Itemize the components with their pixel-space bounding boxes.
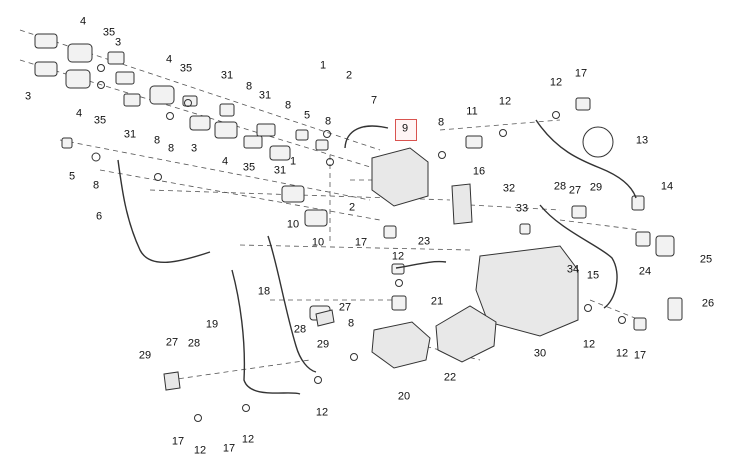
callout-label-31c[interactable]: 31 [123, 128, 137, 141]
callout-label-2b[interactable]: 2 [348, 201, 356, 214]
fittings-row-upper [34, 33, 329, 161]
callout-label-17b[interactable]: 17 [354, 236, 368, 249]
callout-label-12f[interactable]: 12 [315, 406, 329, 419]
callout-label-10a[interactable]: 10 [286, 218, 300, 231]
callout-label-12g[interactable]: 12 [193, 444, 207, 457]
callout-label-35c[interactable]: 35 [179, 62, 193, 75]
callout-label-8d[interactable]: 8 [437, 116, 445, 129]
callout-label-8f[interactable]: 8 [167, 142, 175, 155]
callout-label-1a[interactable]: 1 [319, 59, 327, 72]
callout-label-25[interactable]: 25 [699, 253, 713, 266]
callout-label-21[interactable]: 21 [430, 295, 444, 308]
callout-label-35d[interactable]: 35 [242, 161, 256, 174]
callout-label-2a[interactable]: 2 [345, 69, 353, 82]
callout-label-26[interactable]: 26 [701, 297, 715, 310]
callout-label-29b[interactable]: 29 [316, 338, 330, 351]
callout-label-12d[interactable]: 12 [582, 338, 596, 351]
callout-label-4b[interactable]: 4 [75, 107, 83, 120]
callout-label-28a[interactable]: 28 [553, 180, 567, 193]
callout-label-12h[interactable]: 12 [241, 433, 255, 446]
callout-label-7[interactable]: 7 [370, 94, 378, 107]
callout-label-27b[interactable]: 27 [338, 301, 352, 314]
callout-label-16[interactable]: 16 [472, 165, 486, 178]
callout-label-12c[interactable]: 12 [391, 250, 405, 263]
callout-label-10b[interactable]: 10 [311, 236, 325, 249]
highlight-box-9 [395, 119, 417, 141]
callout-label-4c[interactable]: 4 [165, 53, 173, 66]
callout-label-30[interactable]: 30 [533, 347, 547, 360]
callout-label-32[interactable]: 32 [502, 182, 516, 195]
callout-label-8a[interactable]: 8 [245, 80, 253, 93]
callout-label-28c[interactable]: 28 [187, 337, 201, 350]
callout-label-17e[interactable]: 17 [222, 442, 236, 455]
callout-label-4a[interactable]: 4 [79, 15, 87, 28]
callout-label-34[interactable]: 34 [566, 263, 580, 276]
callout-label-5b[interactable]: 5 [68, 170, 76, 183]
callout-label-24[interactable]: 24 [638, 265, 652, 278]
callout-label-14[interactable]: 14 [660, 180, 674, 193]
main-components [163, 147, 579, 391]
callout-label-31b[interactable]: 31 [258, 89, 272, 102]
callout-label-8h[interactable]: 8 [347, 317, 355, 330]
hydraulic-lines [117, 119, 637, 395]
fittings-row-middle [281, 97, 683, 331]
callout-label-28b[interactable]: 28 [293, 323, 307, 336]
callout-label-8c[interactable]: 8 [324, 115, 332, 128]
callout-label-31d[interactable]: 31 [273, 164, 287, 177]
callout-label-8g[interactable]: 8 [92, 179, 100, 192]
callout-label-12b[interactable]: 12 [549, 76, 563, 89]
callout-label-35a[interactable]: 35 [102, 26, 116, 39]
callout-label-3c[interactable]: 3 [190, 142, 198, 155]
callout-label-11[interactable]: 11 [466, 105, 478, 118]
callout-label-27c[interactable]: 27 [165, 336, 179, 349]
callout-label-9[interactable]: 9 [401, 122, 409, 135]
callout-label-35b[interactable]: 35 [93, 114, 107, 127]
callout-label-31a[interactable]: 31 [220, 69, 234, 82]
callout-label-3a[interactable]: 3 [114, 36, 122, 49]
callout-label-17a[interactable]: 17 [574, 67, 588, 80]
callout-label-29c[interactable]: 29 [138, 349, 152, 362]
callout-label-17d[interactable]: 17 [171, 435, 185, 448]
callout-label-8e[interactable]: 8 [153, 134, 161, 147]
seals-and-washers [91, 64, 626, 422]
callout-label-20[interactable]: 20 [397, 390, 411, 403]
callout-label-15[interactable]: 15 [586, 269, 600, 282]
callout-label-8b[interactable]: 8 [284, 99, 292, 112]
callout-label-33[interactable]: 33 [515, 202, 529, 215]
callout-label-13[interactable]: 13 [635, 134, 649, 147]
callout-label-12a[interactable]: 12 [498, 95, 512, 108]
callout-label-18[interactable]: 18 [257, 285, 271, 298]
callout-label-19[interactable]: 19 [205, 318, 219, 331]
callout-label-4d[interactable]: 4 [221, 155, 229, 168]
callout-label-1b[interactable]: 1 [289, 155, 297, 168]
callout-label-22[interactable]: 22 [443, 371, 457, 384]
callout-label-12e[interactable]: 12 [615, 347, 629, 360]
callout-label-6[interactable]: 6 [95, 210, 103, 223]
callout-label-3b[interactable]: 3 [24, 90, 32, 103]
callout-label-23[interactable]: 23 [417, 235, 431, 248]
callout-label-29a[interactable]: 29 [589, 181, 603, 194]
callout-label-17c[interactable]: 17 [633, 349, 647, 362]
callout-label-27a[interactable]: 27 [568, 184, 582, 197]
assembly-guide-lines [19, 29, 641, 381]
callout-label-5a[interactable]: 5 [303, 109, 311, 122]
